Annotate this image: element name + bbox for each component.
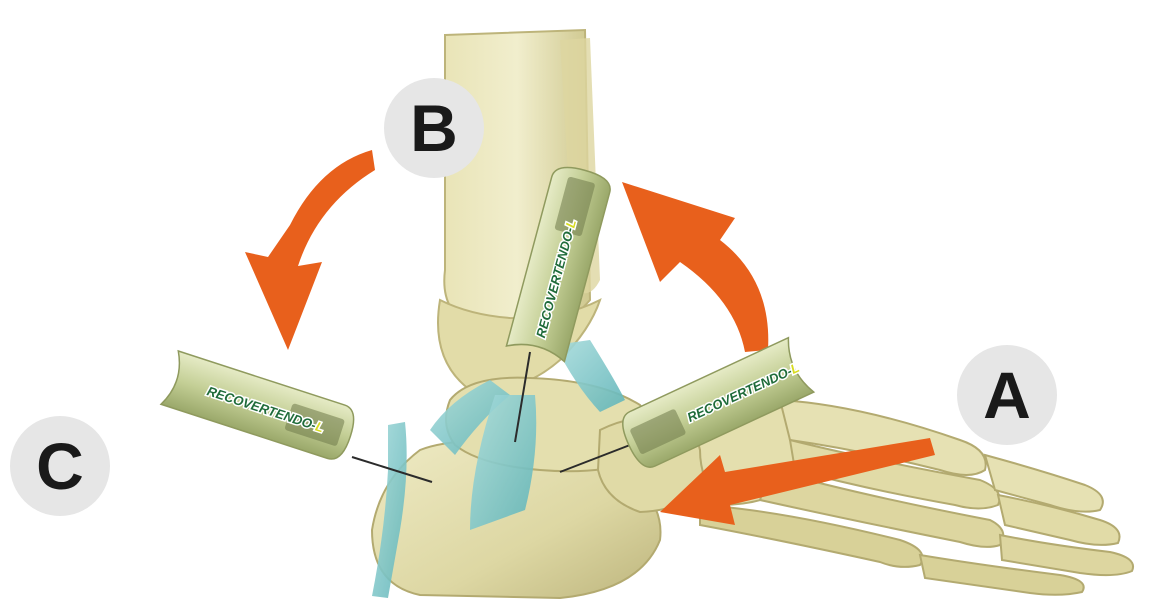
label-a-text: A: [983, 362, 1031, 428]
label-b-text: B: [410, 95, 458, 161]
label-c-text: C: [36, 433, 84, 499]
label-c-badge: C: [10, 416, 110, 516]
device-c: RECOVERTENDO-L: [161, 351, 359, 463]
curved-arrow-icon: [245, 150, 375, 350]
curved-arrow-icon: [622, 182, 768, 352]
label-a-badge: A: [957, 345, 1057, 445]
label-b-badge: B: [384, 78, 484, 178]
